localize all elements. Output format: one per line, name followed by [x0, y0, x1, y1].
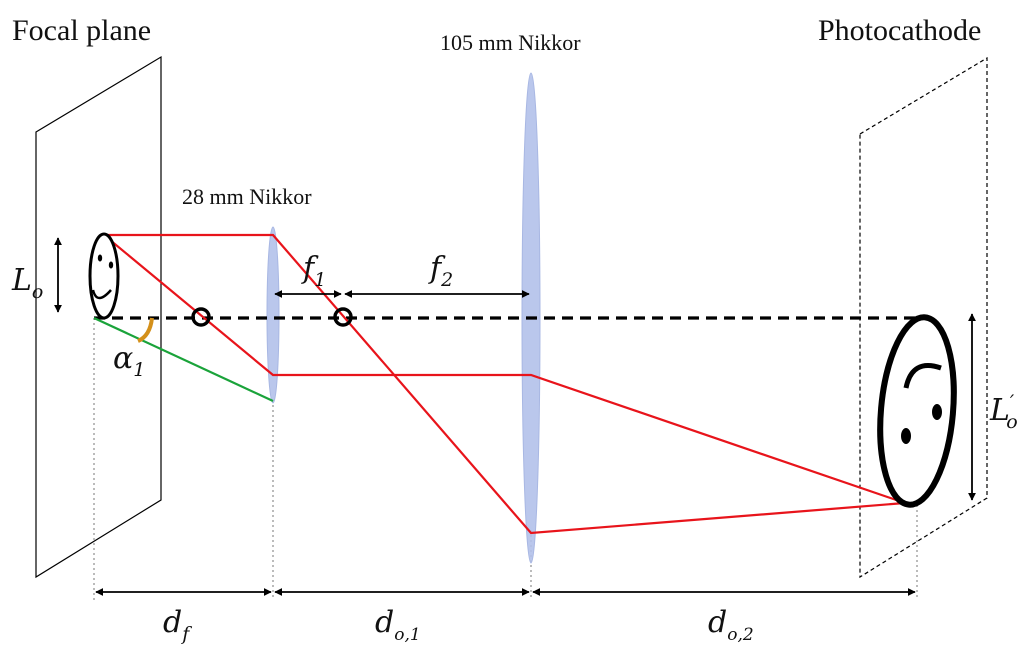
f2-label: f2 [428, 251, 453, 291]
object-smiley-icon [88, 232, 120, 320]
photocathode-label: Photocathode [818, 14, 981, 47]
L-o-prime-label: L′o [989, 391, 1018, 433]
lens-28mm [266, 226, 280, 404]
alpha-angle-arc [137, 317, 154, 343]
focal-point-1 [191, 307, 211, 327]
marginal-ray [93, 317, 274, 402]
focal-plane-label: Focal plane [12, 14, 151, 47]
L-o-label: Lo [11, 263, 43, 303]
lens-105-label: 105 mm Nikkor [440, 30, 581, 55]
alpha-1-label: α1 [113, 341, 145, 381]
f1-label: f1 [301, 251, 326, 291]
ray-top-parallel [103, 234, 906, 505]
ray-top-chief [104, 233, 906, 535]
focal-point-2 [333, 307, 353, 327]
d-o1-label: do,1 [375, 605, 421, 645]
d-f-label: df [163, 605, 192, 645]
d-o2-label: do,2 [708, 605, 754, 645]
lens-28-label: 28 mm Nikkor [182, 184, 312, 209]
image-smiley-icon [877, 314, 957, 508]
focal-plane [35, 55, 162, 579]
photocathode-plane [859, 56, 988, 579]
